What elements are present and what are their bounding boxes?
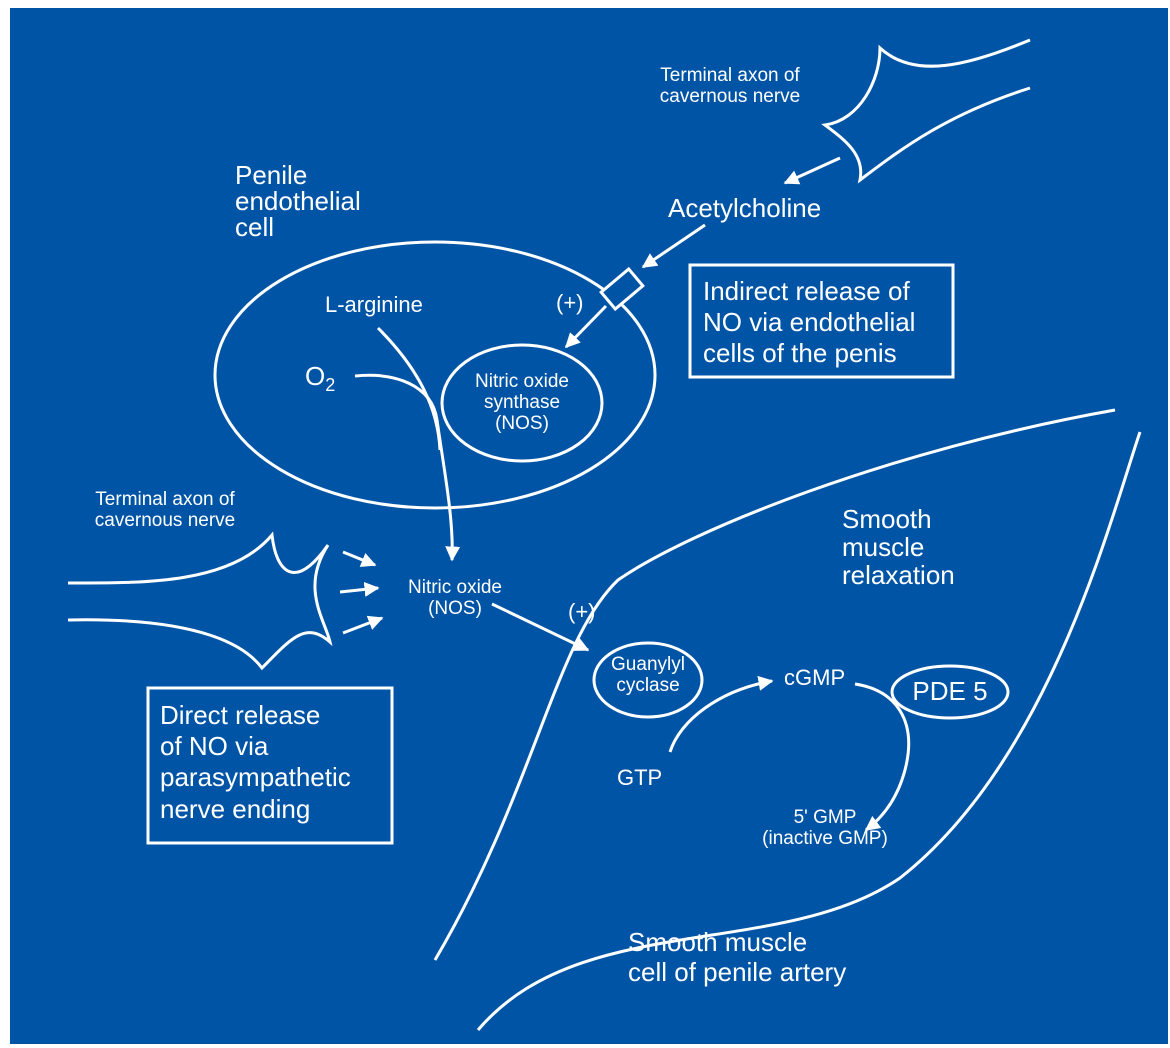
guanylyl-plus-label: (+) xyxy=(568,599,596,624)
gtp-label: GTP xyxy=(617,765,663,790)
nos-enzyme-outline xyxy=(440,343,604,463)
guanylyl-cyclase-outline xyxy=(592,641,704,719)
direct-release-text: Direct release of NO via parasympathetic… xyxy=(160,700,351,824)
nitric-oxide-label: Nitric oxide (NOS) xyxy=(408,577,502,619)
nerve-terminal-left xyxy=(67,531,333,671)
arrow-nerve-to-acetylcholine xyxy=(783,156,841,185)
receptor-plus-label: (+) xyxy=(556,290,584,315)
nerve-terminal-top xyxy=(821,38,1031,184)
endothelial-cell-outline xyxy=(213,240,657,510)
arrow-nerve-left-1 xyxy=(342,550,377,567)
pde5-outline xyxy=(890,664,1010,720)
smooth-muscle-cell-inner xyxy=(476,431,1142,1031)
o2-subscript: 2 xyxy=(325,375,336,396)
arrow-acetylcholine-to-receptor xyxy=(641,223,706,269)
cgmp-label: cGMP xyxy=(784,665,846,690)
endothelial-cell-label: Penile endothelial cell xyxy=(235,160,361,242)
smooth-muscle-relaxation-label: Smooth muscle relaxation xyxy=(842,504,955,591)
l-arginine-label: L-arginine xyxy=(325,292,423,317)
nerve-top-label: Terminal axon of cavernous nerve xyxy=(659,65,801,107)
o2-main: O xyxy=(305,361,326,391)
direct-release-box xyxy=(146,686,394,845)
smooth-muscle-cell-outer xyxy=(433,408,1116,961)
arrow-no-to-guanylyl xyxy=(491,602,590,652)
arrow-receptor-to-nos xyxy=(564,304,608,349)
receptor xyxy=(599,266,645,312)
path-o2 xyxy=(354,373,461,562)
smooth-muscle-cell-label: Smooth muscle cell of penile artery xyxy=(628,927,847,987)
arrow-gtp-to-cgmp xyxy=(668,675,774,753)
arrow-nerve-left-2 xyxy=(339,581,380,597)
arrow-cgmp-to-5gmp xyxy=(854,682,911,832)
diagram-background xyxy=(10,8,1168,1044)
guanylyl-cyclase-label: Guanylyl cyclase xyxy=(611,654,685,696)
arrow-nerve-left-3 xyxy=(342,615,384,635)
nos-enzyme-label: Nitric oxide synthase (NOS) xyxy=(475,371,569,434)
o2-label: O2 xyxy=(305,362,335,396)
nerve-left-label: Terminal axon of cavernous nerve xyxy=(94,489,236,531)
pde5-label: PDE 5 xyxy=(912,676,988,706)
indirect-release-text: Indirect release of NO via endothelial c… xyxy=(703,276,916,369)
gmp5-label: 5' GMP (inactive GMP) xyxy=(762,807,888,849)
indirect-release-box xyxy=(688,263,955,379)
acetylcholine-label: Acetylcholine xyxy=(668,193,822,223)
